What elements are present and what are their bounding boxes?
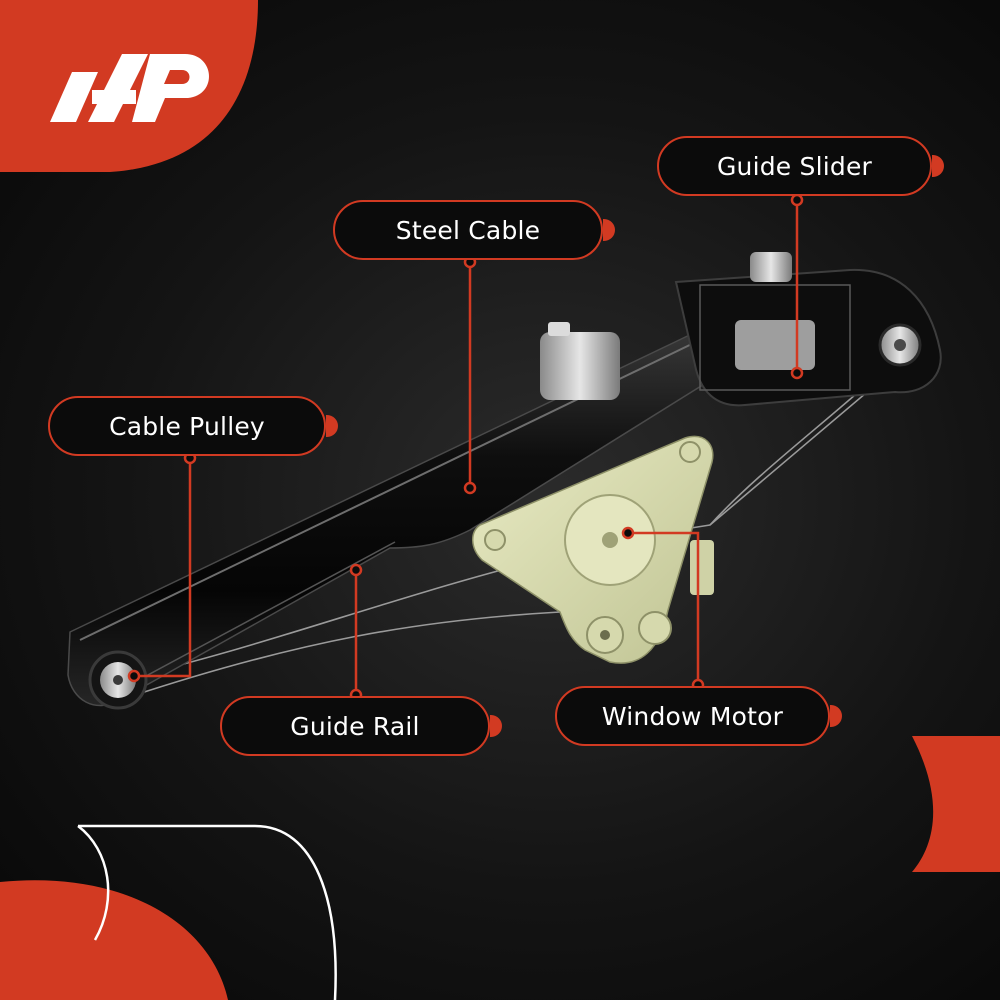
corner-decoration-right xyxy=(912,736,1000,872)
guide-rail-label: Guide Rail xyxy=(220,696,490,756)
cable-pulley-label: Cable Pulley xyxy=(48,396,326,456)
corner-decoration-bottom-left xyxy=(0,880,228,1000)
window-motor-label: Window Motor xyxy=(555,686,830,746)
steel-cable-text: Steel Cable xyxy=(395,215,541,245)
cable-pulley xyxy=(88,650,148,710)
guide-rail-text: Guide Rail xyxy=(290,711,420,741)
brand-logo xyxy=(50,54,210,122)
guide-slider-label: Guide Slider xyxy=(657,136,932,196)
guide-slider-assembly xyxy=(674,252,942,407)
steel-cable-label: Steel Cable xyxy=(333,200,603,260)
leader-lines xyxy=(134,200,799,695)
window-motor-plate xyxy=(472,435,714,664)
leader-dots xyxy=(127,193,804,702)
window-motor-tab xyxy=(830,705,842,727)
corner-outline-bottom-left xyxy=(78,824,337,1000)
guide-slider-text: Guide Slider xyxy=(716,151,873,181)
cable-pulley-text: Cable Pulley xyxy=(109,411,265,441)
guide-rail-tab xyxy=(490,715,502,737)
window-motor-text: Window Motor xyxy=(601,701,784,731)
cable-pulley-tab xyxy=(326,415,338,437)
corner-outline-left-edge xyxy=(77,825,110,941)
steel-cable-tab xyxy=(603,219,615,241)
motor-cylinder xyxy=(540,322,620,400)
guide-slider-tab xyxy=(932,155,944,177)
